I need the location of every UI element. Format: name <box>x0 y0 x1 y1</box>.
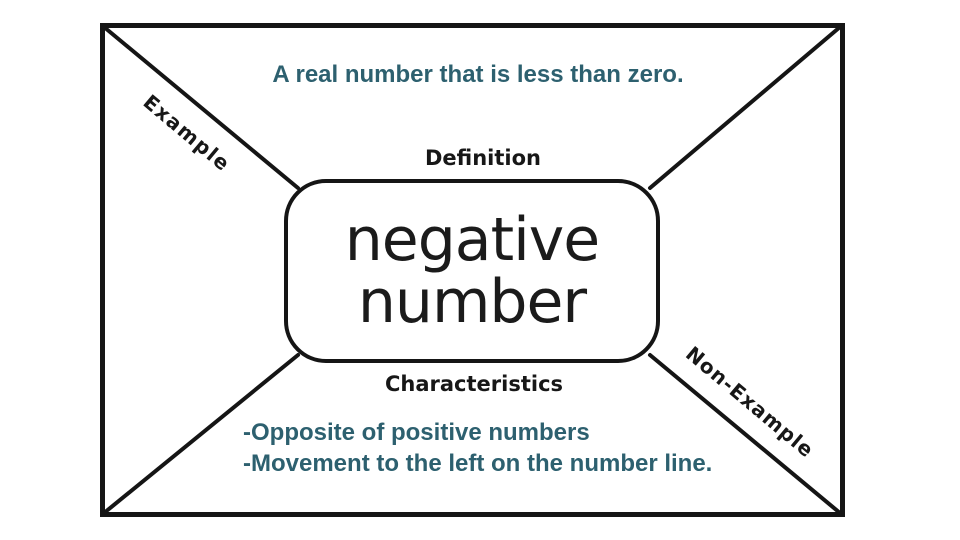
definition-answer: A real number that is less than zero. <box>272 61 684 88</box>
diagonal-bottom-right <box>648 353 842 515</box>
diagonal-top-left <box>102 25 300 190</box>
diagonal-top-right <box>648 25 842 190</box>
characteristics-answer-line-2: -Movement to the left on the number line… <box>243 450 713 477</box>
outer-frame <box>100 23 845 517</box>
vocabulary-word: negative number <box>344 204 600 337</box>
characteristics-answer-line-1: -Opposite of positive numbers <box>243 419 590 446</box>
definition-label: Definition <box>424 146 542 170</box>
characteristics-answers: -Opposite of positive numbers -Movement … <box>243 417 712 479</box>
diagonal-bottom-left <box>102 353 300 515</box>
characteristics-label: Characteristics <box>384 372 564 396</box>
vocabulary-word-box: negative number <box>284 179 660 363</box>
